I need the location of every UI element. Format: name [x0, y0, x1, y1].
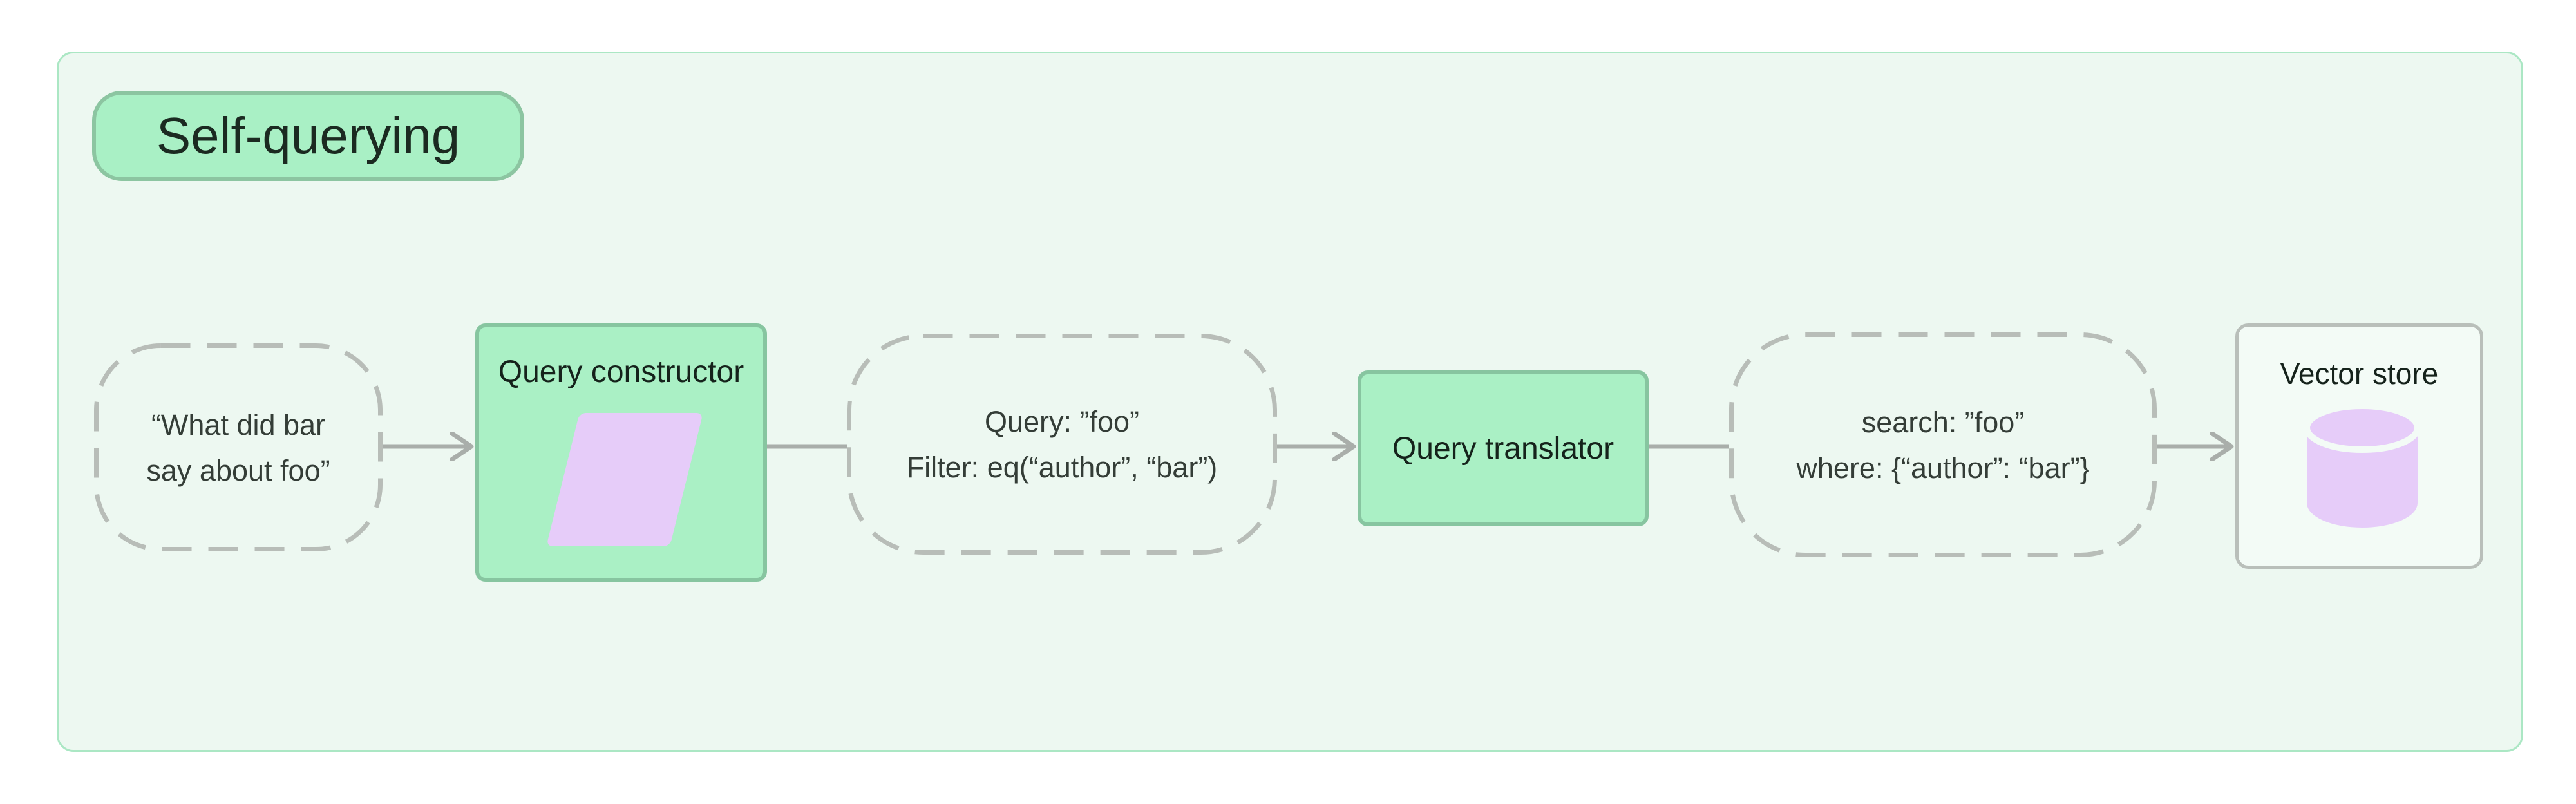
structured-query-line1: Query: ”foo”: [984, 405, 1140, 438]
connector-line: [767, 444, 847, 449]
node-translated-query: search: ”foo” where: {“author”: “bar”}: [1729, 332, 2157, 557]
vector-store-label: Vector store: [2280, 357, 2439, 390]
self-querying-panel: Self-querying “What did bar say about fo…: [57, 52, 2523, 752]
input-query-text: “What did bar say about foo”: [94, 343, 383, 551]
arrow-icon: [2157, 432, 2234, 461]
database-icon: [2305, 405, 2420, 528]
node-structured-query: Query: ”foo” Filter: eq(“author”, “bar”): [847, 334, 1277, 555]
translated-query-text: search: ”foo” where: {“author”: “bar”}: [1729, 332, 2157, 557]
structured-query-text: Query: ”foo” Filter: eq(“author”, “bar”): [847, 334, 1277, 555]
translated-query-line1: search: ”foo”: [1861, 405, 2025, 439]
arrow-icon: [383, 432, 474, 461]
badge-label: Self-querying: [156, 107, 460, 164]
input-query-line2: say about foo”: [146, 454, 330, 487]
node-vector-store: Vector store: [2235, 323, 2483, 569]
input-query-line1: “What did bar: [151, 408, 326, 441]
node-input-query: “What did bar say about foo”: [94, 343, 383, 551]
query-translator-label: Query translator: [1392, 431, 1615, 466]
query-constructor-label: Query constructor: [498, 355, 744, 389]
node-query-translator: Query translator: [1358, 370, 1649, 526]
dashed-border-icon: [1729, 332, 2157, 557]
parallelogram-icon: [546, 413, 703, 546]
connector-line: [1649, 444, 1729, 449]
translated-query-line2: where: {“author”: “bar”}: [1796, 451, 2090, 484]
self-querying-badge: Self-querying: [92, 91, 524, 181]
arrow-icon: [1277, 432, 1356, 461]
structured-query-line2: Filter: eq(“author”, “bar”): [906, 450, 1218, 484]
dashed-border-icon: [847, 334, 1277, 555]
dashed-border-icon: [94, 343, 383, 551]
node-query-constructor: Query constructor: [475, 323, 767, 582]
